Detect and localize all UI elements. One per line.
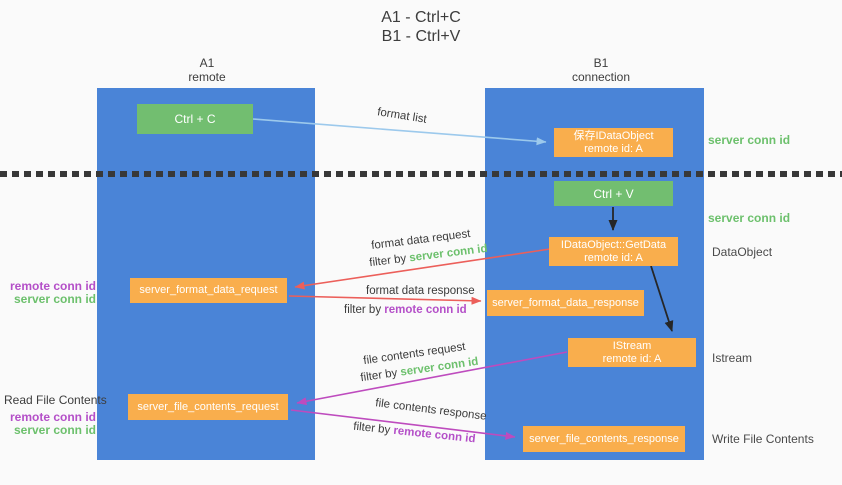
remote-conn-id-text: remote conn id [384, 304, 467, 316]
node-istream-line2: remote id: A [602, 352, 662, 365]
node-server-file-contents-request-label: server_file_contents_request [137, 400, 279, 413]
lane-header-b1: B1 connection [551, 56, 651, 84]
edge-label-filter-by-remote-conn-id-2: filter by remote conn id [353, 421, 476, 446]
annotation-write-file-contents: Write File Contents [712, 432, 814, 446]
edge-label-format-data-response: format data response [366, 285, 475, 297]
node-save-idataobject-line2: remote id: A [584, 142, 643, 155]
node-ctrl-v: Ctrl + V [554, 181, 673, 206]
annotation-format-remote-conn-id: remote conn id [9, 279, 96, 293]
annotation-format-server-conn-id: server conn id [13, 292, 96, 306]
node-server-file-contents-response-label: server_file_contents_response [529, 432, 679, 445]
diagram-title: A1 - Ctrl+C B1 - Ctrl+V [0, 8, 842, 46]
node-server-format-data-request-label: server_format_data_request [139, 284, 278, 296]
node-server-format-data-response: server_format_data_response [487, 290, 644, 316]
annotation-file-remote-conn-id: remote conn id [9, 410, 96, 424]
annotation-dataobject: DataObject [712, 245, 773, 259]
node-istream: IStream remote id: A [568, 338, 696, 367]
annotation-file-server-conn-id: server conn id [13, 423, 96, 437]
lane-b1-role: connection [571, 70, 631, 84]
node-server-file-contents-response: server_file_contents_response [523, 426, 685, 452]
title-line-1: A1 - Ctrl+C [381, 9, 461, 26]
node-istream-line1: IStream [612, 339, 652, 352]
annotation-server-conn-id-save: server conn id [708, 133, 791, 147]
node-save-idataobject: 保存IDataObject remote id: A [554, 128, 673, 157]
filter-by-prefix: filter by [344, 304, 382, 316]
edge-label-filter-by-remote-conn-id-1: filter by remote conn id [344, 304, 467, 316]
node-idataobject-getdata: IDataObject::GetData remote id: A [549, 237, 678, 266]
node-ctrl-c: Ctrl + C [137, 104, 253, 134]
title-line-2: B1 - Ctrl+V [381, 28, 461, 45]
lane-a1-role: remote [188, 70, 226, 84]
node-ctrl-c-label: Ctrl + C [174, 112, 216, 126]
annotation-read-file-contents: Read File Contents [4, 393, 107, 407]
node-server-file-contents-request: server_file_contents_request [128, 394, 288, 420]
filter-by-prefix: filter by [368, 252, 407, 270]
node-idataobject-getdata-line1: IDataObject::GetData [560, 238, 667, 251]
node-server-format-data-request: server_format_data_request [130, 278, 287, 303]
annotation-server-conn-id-paste: server conn id [708, 211, 791, 225]
lane-header-a1: A1 remote [157, 56, 257, 84]
filter-by-prefix: filter by [352, 420, 391, 437]
filter-by-prefix: filter by [359, 367, 399, 385]
edge-label-format-list: format list [376, 106, 428, 126]
node-save-idataobject-line1: 保存IDataObject [573, 129, 654, 142]
remote-conn-id-text: remote conn id [392, 424, 477, 446]
node-ctrl-v-label: Ctrl + V [593, 186, 634, 201]
lane-b1-name: B1 [593, 56, 609, 70]
machine-boundary-dashed-line [0, 171, 842, 177]
annotation-istream: Istream [712, 351, 753, 365]
node-server-format-data-response-label: server_format_data_response [492, 296, 639, 309]
lane-a1-name: A1 [199, 56, 215, 70]
edge-label-file-contents-response: file contents response [374, 397, 488, 423]
node-idataobject-getdata-line2: remote id: A [584, 251, 643, 264]
